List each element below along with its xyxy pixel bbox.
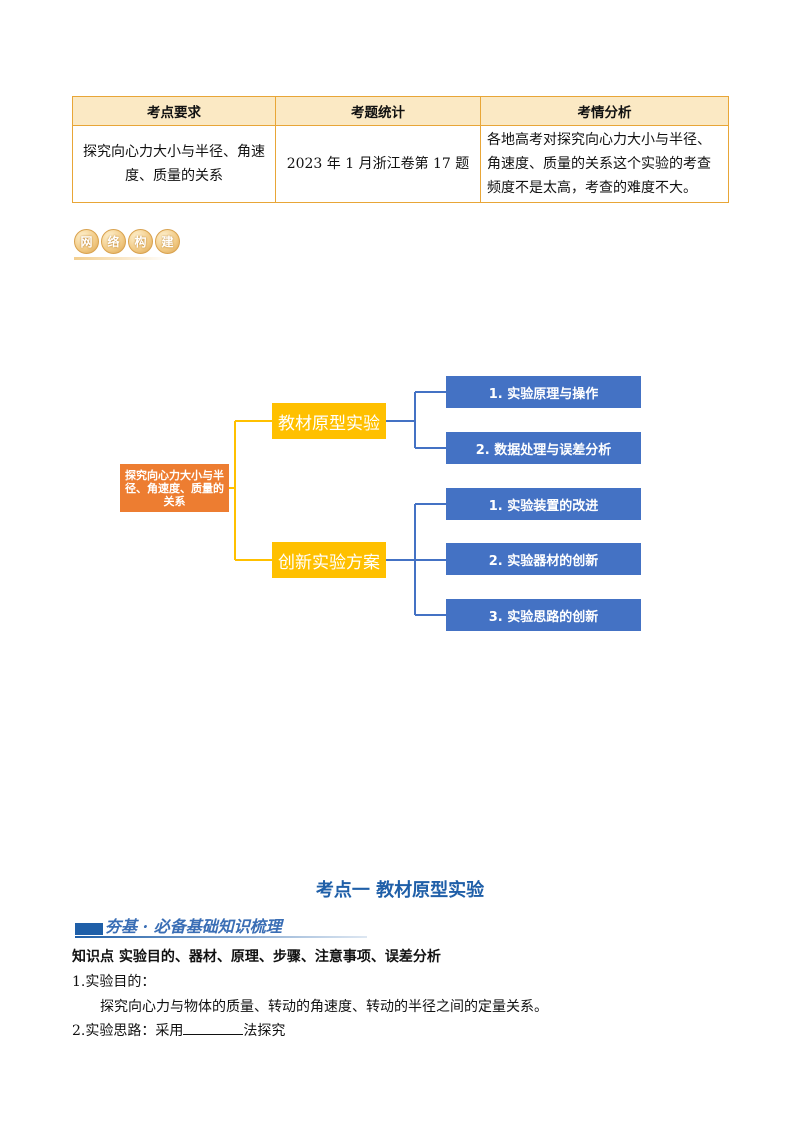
mindmap-leaf: 1. 实验原理与操作 (446, 376, 641, 408)
branch1-leaf-line (386, 391, 446, 449)
mindmap-leaf: 2. 数据处理与误差分析 (446, 432, 641, 464)
cell-statistics: 2023 年 1 月浙江卷第 17 题 (275, 125, 481, 203)
badge-underline (74, 257, 170, 260)
idea-line: 2.实验思路：采用 法探究 (72, 1020, 285, 1040)
fill-blank[interactable] (183, 1020, 244, 1035)
root-connectors (229, 420, 272, 561)
mindmap-root: 探究向心力大小与半径、角速度、质量的关系 (120, 464, 229, 512)
purpose-heading: 1.实验目的： (72, 974, 156, 990)
purpose-text: 探究向心力与物体的质量、转动的角速度、转动的半径之间的定量关系。 (100, 999, 548, 1015)
banner-bar (75, 923, 103, 935)
idea-suffix: 法探究 (243, 1023, 286, 1039)
knowledge-point: 知识点 实验目的、器材、原理、步骤、注意事项、误差分析 (72, 949, 441, 965)
mindmap-leaf: 3. 实验思路的创新 (446, 599, 641, 631)
cell-analysis: 各地高考对探究向心力大小与半径、角速度、质量的关系这个实验的考查频度不是太高，考… (480, 125, 729, 203)
mindmap-leaf: 1. 实验装置的改进 (446, 488, 641, 520)
banner-text: 夯基 · 必备基础知识梳理 (105, 917, 282, 936)
root-branch-line (229, 420, 272, 561)
cell-requirements: 探究向心力大小与半径、角速度、质量的关系 (72, 125, 276, 203)
table-header-row: 考点要求 考题统计 考情分析 (72, 96, 729, 126)
leaf-connectors (386, 391, 446, 616)
network-badge: 网 络 构 建 (74, 229, 180, 257)
badge-char: 建 (155, 229, 180, 254)
branch2-leaf-line (386, 503, 446, 616)
exam-analysis-table: 考点要求 考题统计 考情分析 探究向心力大小与半径、角速度、质量的关系 2023… (72, 96, 729, 203)
banner-underline (75, 936, 367, 938)
mindmap-leaf: 2. 实验器材的创新 (446, 543, 641, 575)
table-row: 探究向心力大小与半径、角速度、质量的关系 2023 年 1 月浙江卷第 17 题… (72, 125, 729, 203)
badge-char: 络 (101, 229, 126, 254)
badge-char: 网 (74, 229, 99, 254)
section-title: 考点一 教材原型实验 (315, 880, 485, 901)
idea-prefix: 2.实验思路：采用 (72, 1023, 184, 1039)
mindmap-branch-innovation: 创新实验方案 (272, 542, 386, 578)
badge-char: 构 (128, 229, 153, 254)
header-requirements: 考点要求 (72, 96, 276, 126)
mindmap-branch-textbook: 教材原型实验 (272, 403, 386, 439)
